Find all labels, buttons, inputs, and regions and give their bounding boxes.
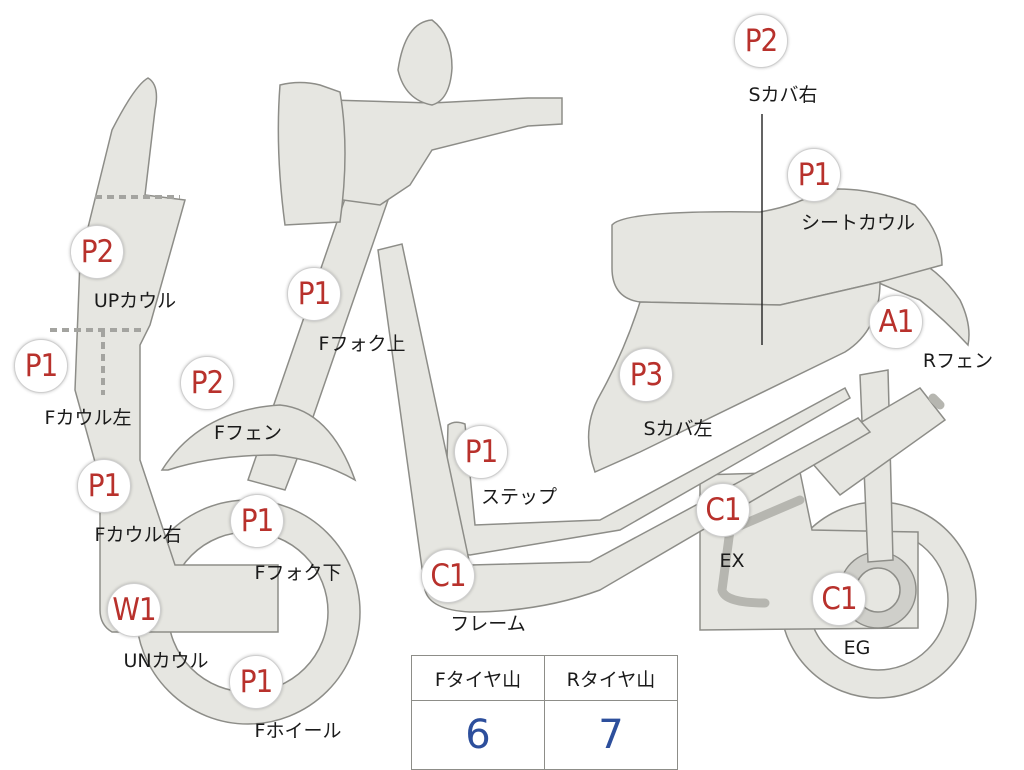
badge-ex: C1 <box>696 483 750 537</box>
mirror <box>397 19 453 106</box>
label-f-fork-lower: Fフォク下 <box>254 562 342 584</box>
label-seat-cowl: シートカウル <box>800 212 916 234</box>
front-tire-value: 6 <box>411 700 545 770</box>
badge-f-fork-lower: P1 <box>230 494 284 548</box>
badge-f-cowl-right: P1 <box>77 459 131 513</box>
label-f-cowl-left: Fカウル左 <box>44 407 132 429</box>
label-s-cover-left: Sカバ左 <box>643 418 713 440</box>
label-f-fender: Fフェン <box>214 422 282 444</box>
label-f-fork-upper: Fフォク上 <box>318 333 406 355</box>
headlight <box>277 81 346 226</box>
label-eg: EG <box>843 637 871 659</box>
badge-f-fender: P2 <box>180 356 234 410</box>
rear-tire-value: 7 <box>544 700 678 770</box>
badge-f-fork-upper: P1 <box>287 267 341 321</box>
badge-seat-cowl: P1 <box>787 148 841 202</box>
label-frame: フレーム <box>450 613 526 635</box>
label-up-cowl: UPカウル <box>93 290 177 312</box>
badge-s-cover-left: P3 <box>619 348 673 402</box>
label-r-fender: Rフェン <box>922 350 994 372</box>
badge-eg: C1 <box>812 572 866 626</box>
label-s-cover-right: Sカバ右 <box>748 84 818 106</box>
muffler <box>803 387 947 497</box>
badge-s-cover-right: P2 <box>734 14 788 68</box>
label-un-cowl: UNカウル <box>123 650 209 672</box>
label-step: ステップ <box>480 486 558 508</box>
rear-tire-header: Rタイヤ山 <box>544 655 678 701</box>
badge-up-cowl: P2 <box>70 225 124 279</box>
badge-f-cowl-left: P1 <box>14 339 68 393</box>
front-tire-header: Fタイヤ山 <box>411 655 545 701</box>
exhaust-pipe <box>717 393 945 608</box>
tire-tread-table: Fタイヤ山 Rタイヤ山 6 7 <box>411 655 678 770</box>
handlebar <box>327 97 563 206</box>
label-f-wheel: Fホイール <box>254 720 342 742</box>
badge-frame: C1 <box>421 549 475 603</box>
label-f-cowl-right: Fカウル右 <box>94 524 182 546</box>
front-fender <box>160 404 357 482</box>
badge-r-fender: A1 <box>869 295 923 349</box>
badge-f-wheel: P1 <box>229 655 283 709</box>
label-ex: EX <box>719 550 745 572</box>
badge-un-cowl: W1 <box>107 583 161 637</box>
badge-step: P1 <box>454 425 508 479</box>
